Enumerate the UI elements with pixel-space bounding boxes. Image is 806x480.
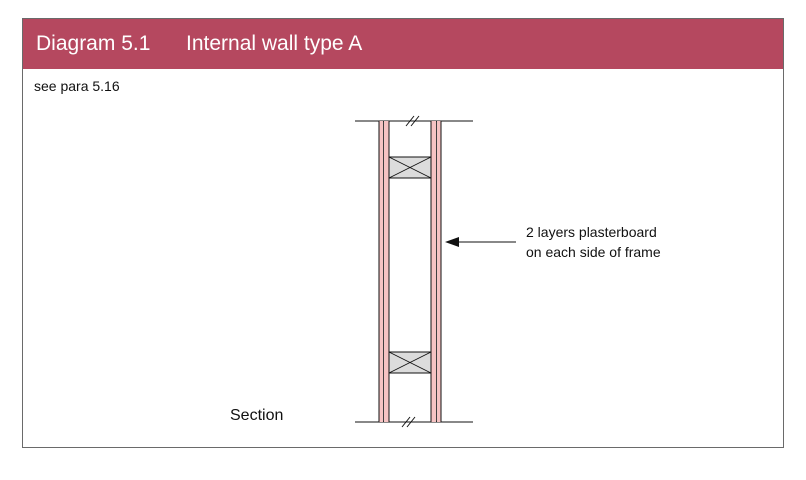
paragraph-reference: see para 5.16 (34, 78, 120, 94)
diagram-number: Diagram 5.1 (36, 32, 151, 55)
annotation-text-line1: 2 layers plasterboard (526, 224, 657, 240)
title-bar: Diagram 5.1 Internal wall type A (23, 19, 783, 69)
annotation-text-line2: on each side of frame (526, 244, 661, 260)
diagram-title: Internal wall type A (186, 32, 363, 55)
left-plasterboard-layers (378, 121, 390, 422)
top-break-mark (405, 115, 420, 127)
right-plasterboard-layers (430, 121, 442, 422)
diagram-frame: Diagram 5.1 Internal wall type A see par… (22, 18, 784, 448)
upper-noggin (388, 156, 432, 179)
annotation-leader-arrow (445, 237, 516, 247)
bottom-break-mark (401, 416, 416, 428)
lower-noggin (388, 351, 432, 374)
section-label: Section (230, 407, 283, 424)
